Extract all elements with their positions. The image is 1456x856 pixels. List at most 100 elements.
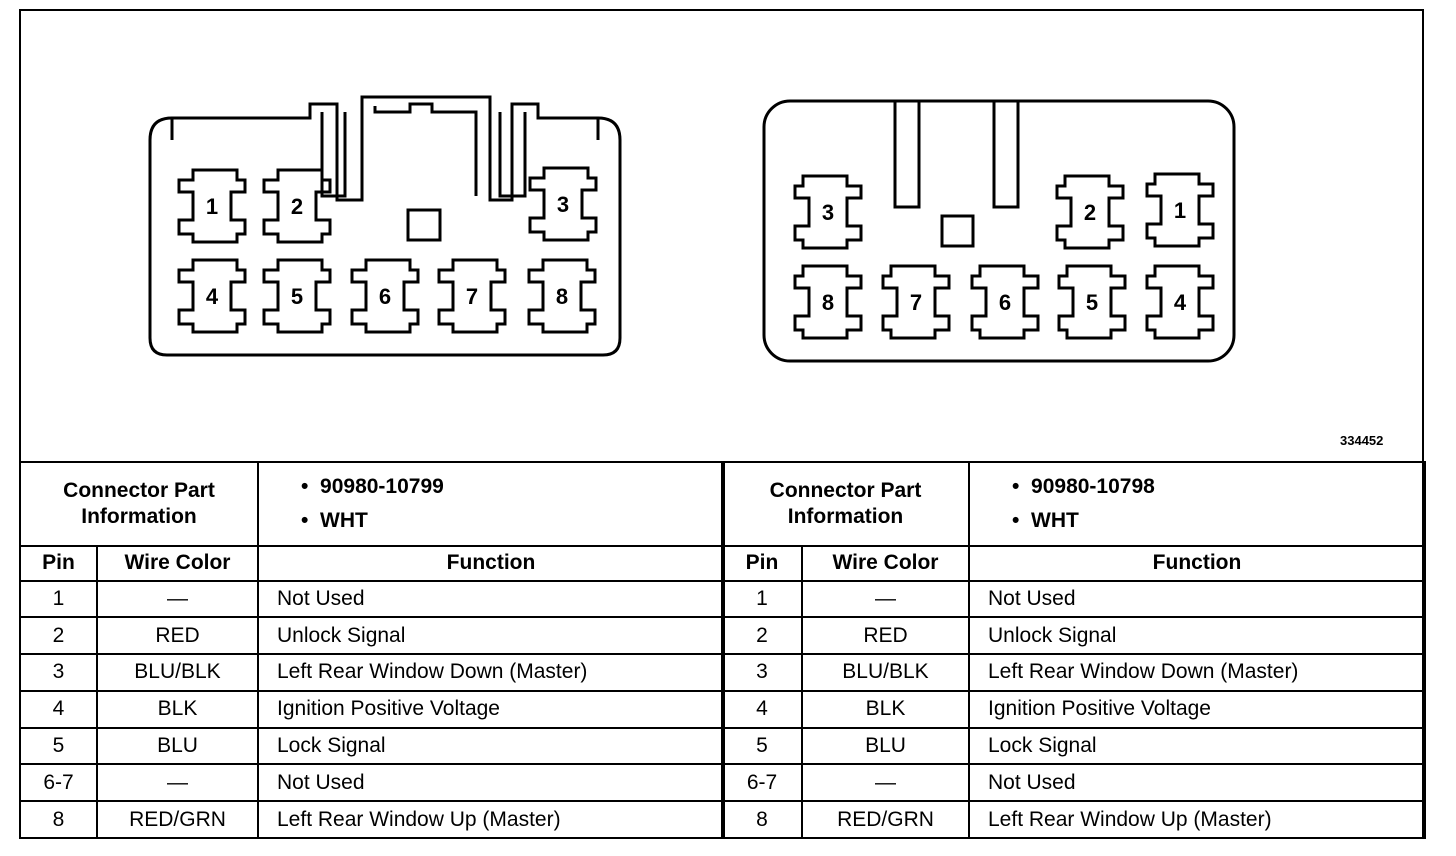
right-pin-7-cavity [881,264,951,340]
table-row: 1—Not Used [721,579,1426,619]
connector-info-label: Connector Part Information [19,461,259,547]
left-pin-8-cavity [527,258,597,334]
left-pin-6-cavity [350,258,420,334]
left-pin-6-label: 6 [379,284,391,309]
connector-table-right: Connector Part Information 90980-10798 W… [721,461,1426,839]
right-pin-6-label: 6 [999,290,1011,315]
right-pin-5-label: 5 [1086,290,1098,315]
function-cell: Left Rear Window Up (Master) [257,800,725,839]
pin-cell: 2 [19,616,98,656]
right-pin-3-label: 3 [822,200,834,225]
function-cell: Not Used [968,579,1426,619]
right-connector-body [762,99,1236,363]
wire-color-cell: RED/GRN [96,800,259,839]
right-pin-4-label: 4 [1174,290,1187,315]
left-connector-body [148,95,622,357]
left-key-square [406,208,442,242]
function-cell: Ignition Positive Voltage [257,689,725,729]
pin-cell: 1 [19,579,98,619]
right-rib-right [992,99,1020,209]
connector-table-left: Connector Part Information 90980-10799 W… [19,461,725,839]
wire-color-cell: BLU [801,726,970,766]
wire-color-header: Wire Color [801,544,970,582]
left-pin-2-label: 2 [291,194,303,219]
right-pin-8-label: 8 [822,290,834,315]
left-pin-5-cavity [262,258,332,334]
function-cell: Lock Signal [257,726,725,766]
pin-cell: 8 [19,800,98,839]
pin-cell: 6-7 [721,763,803,803]
figure-reference-code: 334452 [1340,433,1384,448]
right-pin-5-cavity [1057,264,1127,340]
connector-info-label: Connector Part Information [721,461,970,547]
left-pin-1-cavity [177,168,247,244]
left-pin-3-cavity [528,166,598,242]
wire-color-cell: BLK [801,689,970,729]
wire-color-header: Wire Color [96,544,259,582]
left-pin-8-label: 8 [556,284,568,309]
left-pin-1-label: 1 [206,194,218,219]
part-number: 90980-10798 [1012,470,1424,504]
pin-cell: 8 [721,800,803,839]
wire-color-cell: — [96,763,259,803]
wire-color-cell: RED [801,616,970,656]
wire-color-cell: RED/GRN [801,800,970,839]
function-cell: Unlock Signal [257,616,725,656]
function-cell: Not Used [257,763,725,803]
left-pin-2-cavity [262,168,332,244]
connector-color: WHT [301,504,723,538]
wire-color-cell: BLU [96,726,259,766]
connector-color: WHT [1012,504,1424,538]
function-cell: Left Rear Window Down (Master) [257,653,725,692]
pin-cell: 5 [721,726,803,766]
wire-color-cell: BLU/BLK [801,653,970,692]
function-cell: Not Used [968,763,1426,803]
connector-info-values: 90980-10798 WHT [968,461,1426,547]
pin-cell: 3 [721,653,803,692]
right-pin-2-cavity [1055,174,1125,250]
table-row: 6-7—Not Used [721,763,1426,803]
left-pin-5-label: 5 [291,284,303,309]
table-row: 1—Not Used [19,579,725,619]
left-latch-inner [320,102,527,198]
pin-header: Pin [19,544,98,582]
table-row: 6-7—Not Used [19,763,725,803]
pin-cell: 5 [19,726,98,766]
wire-color-cell: RED [96,616,259,656]
right-pin-7-label: 7 [910,290,922,315]
wire-color-cell: BLK [96,689,259,729]
right-pin-1-cavity [1145,172,1215,248]
pin-header: Pin [721,544,803,582]
function-header: Function [968,544,1426,582]
left-pin-4-label: 4 [206,284,219,309]
function-cell: Not Used [257,579,725,619]
function-cell: Left Rear Window Down (Master) [968,653,1426,692]
pin-cell: 2 [721,616,803,656]
left-pin-7-cavity [437,258,507,334]
function-cell: Lock Signal [968,726,1426,766]
right-pin-8-cavity [793,264,863,340]
right-pin-6-cavity [970,264,1040,340]
wire-color-cell: — [96,579,259,619]
function-cell: Left Rear Window Up (Master) [968,800,1426,839]
left-pin-3-label: 3 [557,192,569,217]
left-pin-7-label: 7 [466,284,478,309]
function-cell: Ignition Positive Voltage [968,689,1426,729]
pin-cell: 1 [721,579,803,619]
pin-cell: 4 [721,689,803,729]
connector-info-values: 90980-10799 WHT [257,461,725,547]
pin-cell: 3 [19,653,98,692]
part-number: 90980-10799 [301,470,723,504]
pin-cell: 6-7 [19,763,98,803]
wire-color-cell: — [801,579,970,619]
